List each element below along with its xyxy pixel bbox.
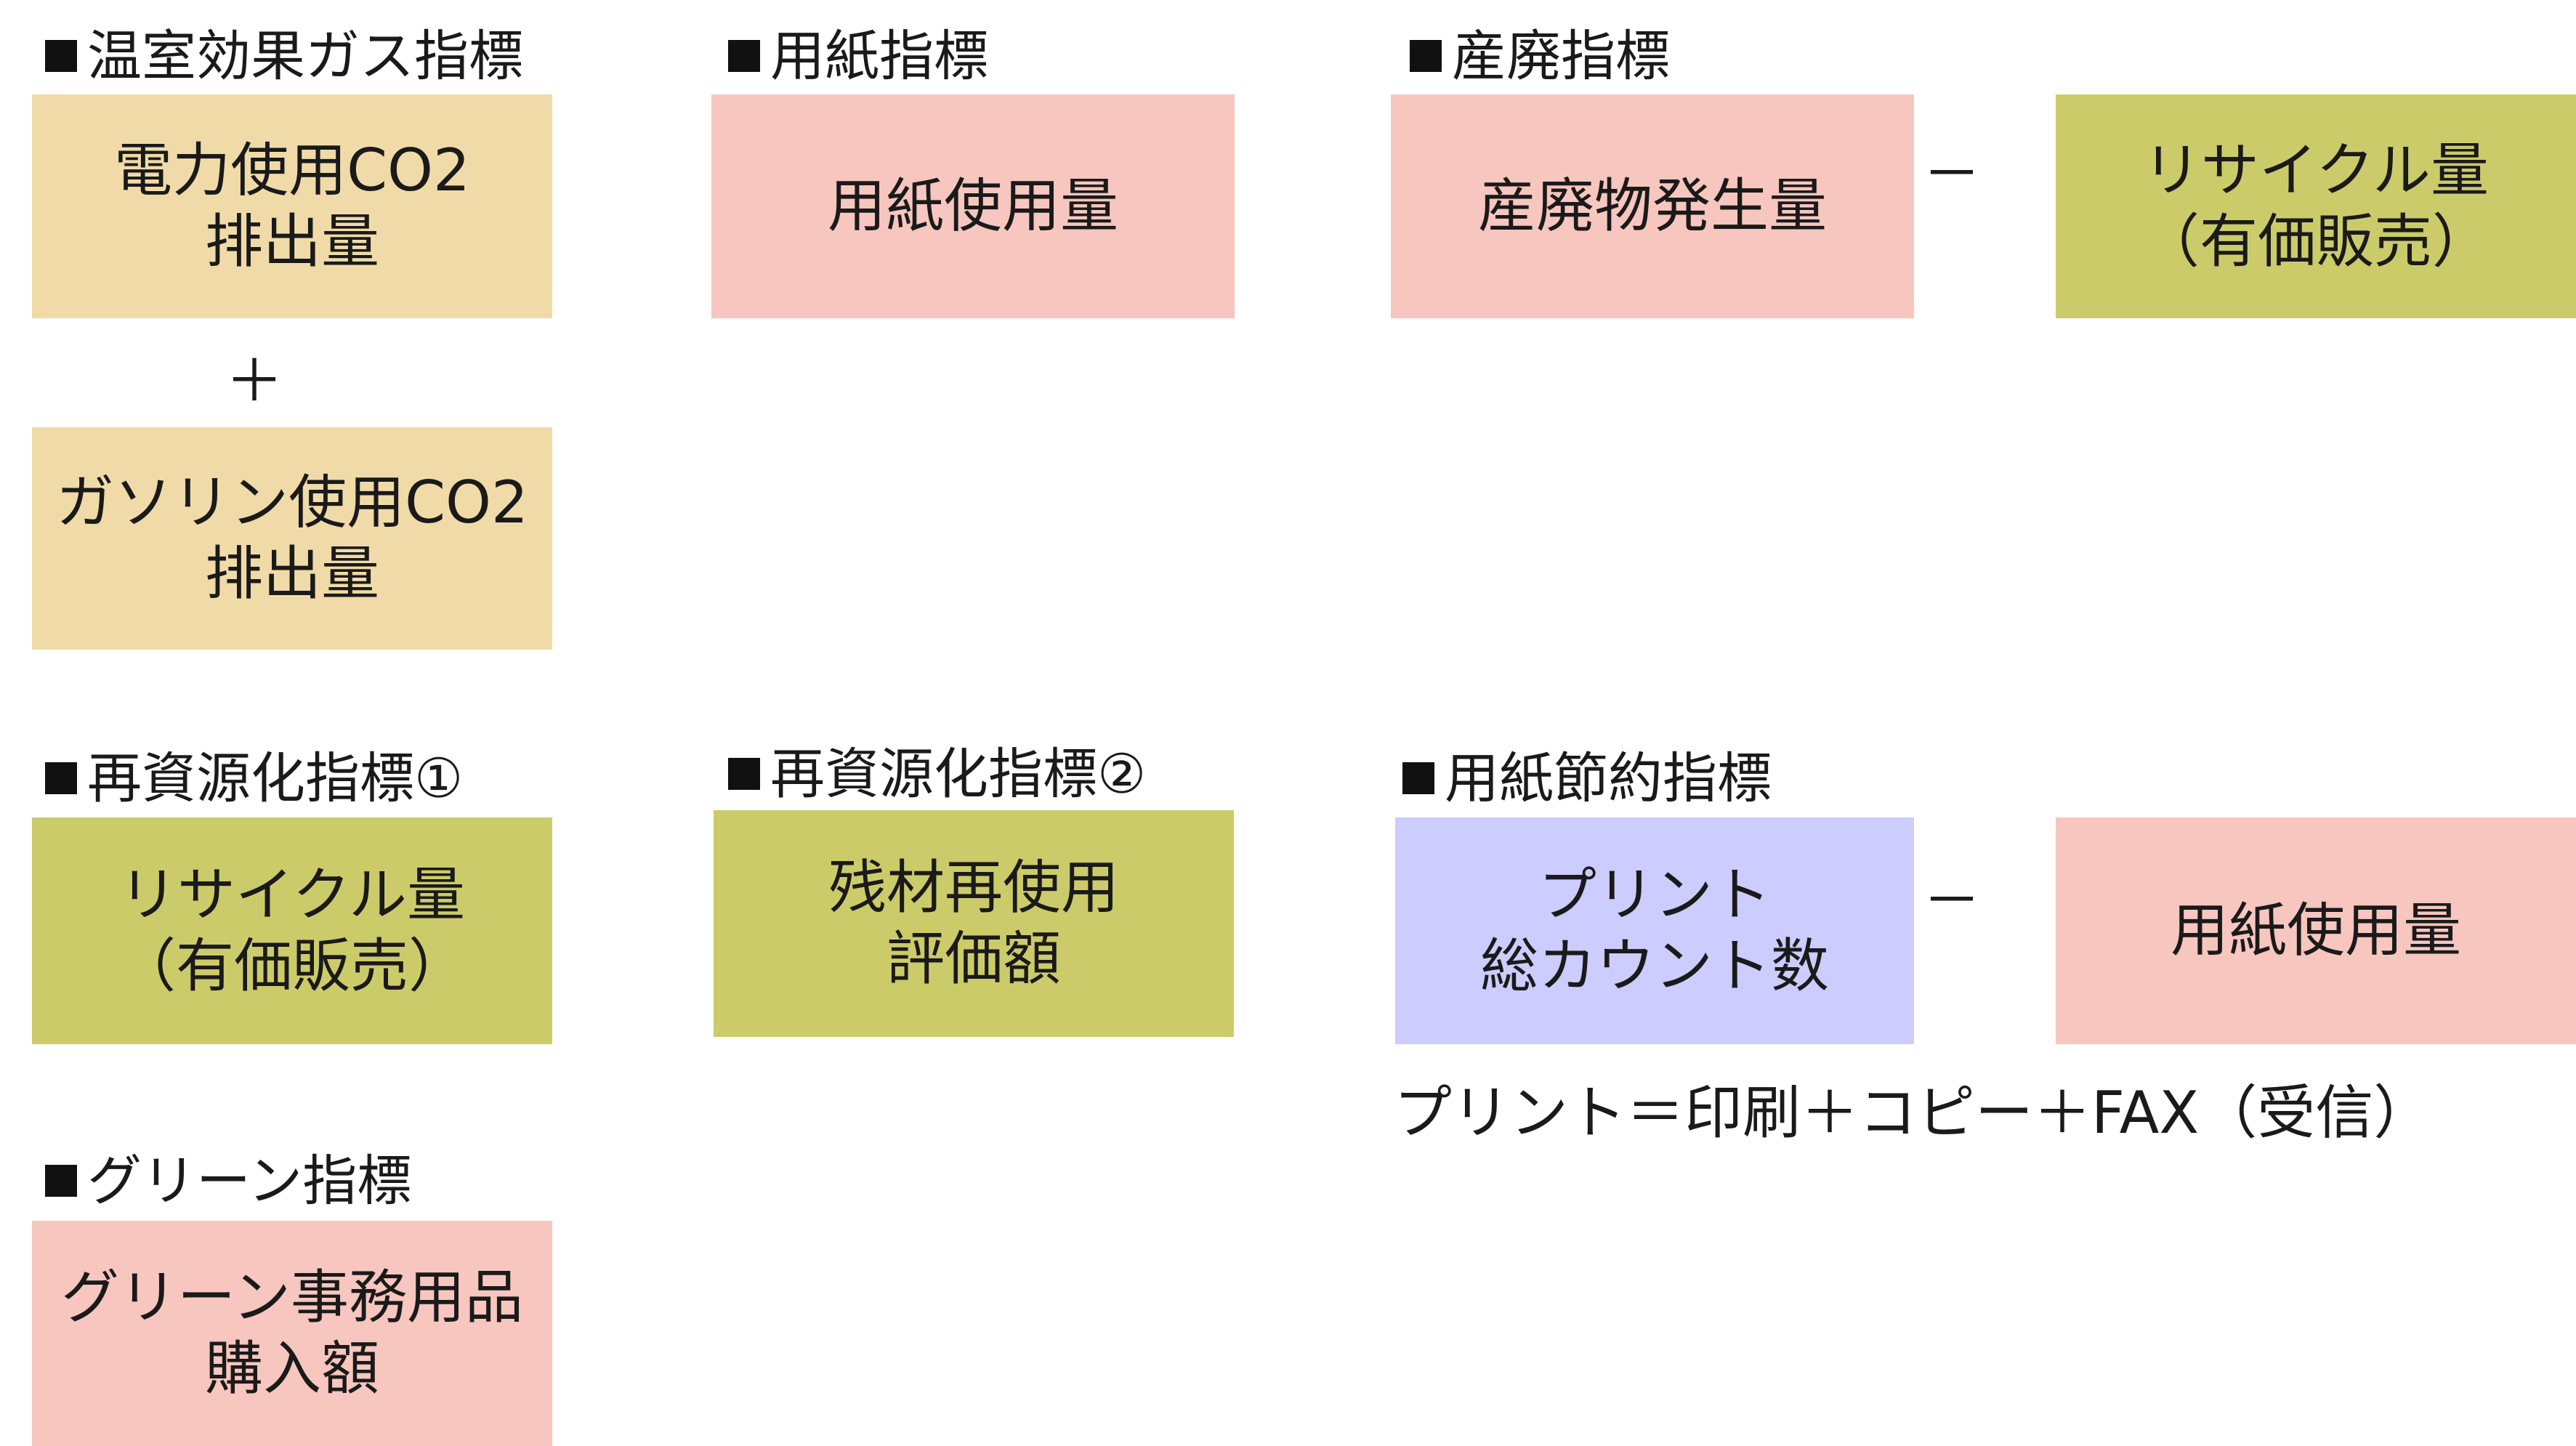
reuse-value-box: 残材再使用 評価額 (714, 810, 1234, 1037)
plus-operator: ＋ (225, 347, 283, 415)
reuse-value-line1: 残材再使用 (828, 854, 1119, 922)
recycling1-box: リサイクル量 （有価販売） (32, 817, 552, 1044)
recycling-amount-box: リサイクル量 （有価販売） (2056, 94, 2576, 318)
waste-generation-line1: 産廃物発生量 (1478, 172, 1827, 241)
paper-saving-heading-label: 用紙節約指標 (1445, 746, 1772, 810)
square-bullet-icon (45, 1165, 77, 1197)
print-definition-note: プリント＝印刷＋コピー＋FAX（受信） (1394, 1079, 2432, 1147)
paper-saving-usage-box: 用紙使用量 (2056, 817, 2576, 1044)
square-bullet-icon (1402, 762, 1434, 794)
paper-saving-usage-line1: 用紙使用量 (2171, 897, 2461, 965)
paper-usage-line1: 用紙使用量 (828, 172, 1118, 241)
green-purchase-line2: 購入額 (205, 1335, 379, 1402)
paper-saving-heading: 用紙節約指標 (1402, 746, 1772, 811)
recycling2-heading: 再資源化指標② (728, 741, 1146, 807)
recycling1-heading-label: 再資源化指標① (87, 746, 464, 810)
recycling1-line1: リサイクル量 (119, 861, 465, 929)
square-bullet-icon (1410, 40, 1442, 72)
electricity-co2-line1: 電力使用CO2 (114, 137, 470, 205)
square-bullet-icon (728, 758, 760, 790)
green-purchase-line1: グリーン事務用品 (61, 1264, 523, 1332)
paper-heading-label: 用紙指標 (770, 23, 989, 88)
recycling-amount-line2: （有価販売） (2141, 208, 2490, 275)
recycling1-line2: （有価販売） (118, 932, 467, 1000)
print-count-line1: プリント (1538, 861, 1771, 929)
gasoline-co2-line2: 排出量 (205, 540, 379, 607)
print-count-line2: 総カウント数 (1480, 932, 1829, 1000)
recycling1-heading: 再資源化指標① (45, 746, 463, 811)
square-bullet-icon (45, 40, 77, 72)
industrial-waste-heading: 産廃指標 (1410, 23, 1670, 89)
waste-generation-box: 産廃物発生量 (1391, 94, 1914, 318)
greenhouse-heading-label: 温室効果ガス指標 (87, 23, 524, 88)
industrial-waste-heading-label: 産廃指標 (1452, 23, 1671, 88)
recycling2-heading-label: 再資源化指標② (770, 741, 1147, 806)
greenhouse-heading: 温室効果ガス指標 (45, 23, 523, 89)
paper-heading: 用紙指標 (728, 23, 988, 89)
paper-usage-box: 用紙使用量 (711, 94, 1235, 318)
recycling-amount-line1: リサイクル量 (2143, 137, 2489, 205)
green-heading-label: グリーン指標 (87, 1148, 412, 1213)
minus-operator: － (1923, 140, 1981, 208)
minus-operator: － (1923, 867, 1981, 934)
reuse-value-line2: 評価額 (887, 925, 1061, 993)
square-bullet-icon (728, 40, 760, 72)
gasoline-co2-line1: ガソリン使用CO2 (56, 469, 528, 537)
gasoline-co2-box: ガソリン使用CO2 排出量 (32, 427, 552, 650)
electricity-co2-box: 電力使用CO2 排出量 (32, 94, 552, 318)
green-heading: グリーン指標 (45, 1148, 411, 1213)
print-count-box: プリント 総カウント数 (1395, 817, 1914, 1044)
square-bullet-icon (45, 762, 77, 794)
green-purchase-box: グリーン事務用品 購入額 (32, 1221, 552, 1446)
electricity-co2-line2: 排出量 (205, 208, 379, 275)
